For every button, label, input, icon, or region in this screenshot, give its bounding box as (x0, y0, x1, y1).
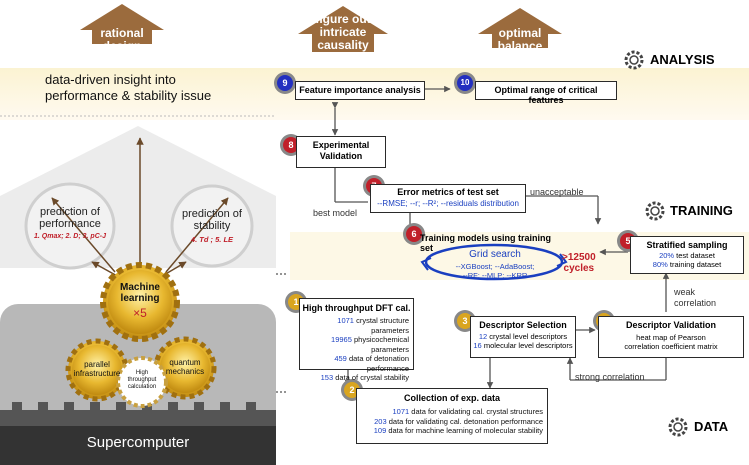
exp-line: 109 data for machine learning of molecul… (373, 426, 543, 435)
heat-map-line2: correlation coefficient matrix (624, 342, 718, 351)
train-pct: 80% (652, 260, 668, 269)
machine-learning-times: ×5 (133, 306, 147, 320)
experimental-validation-title: Experimental Validation (312, 140, 370, 161)
dft-line: 1071 crystal structure parameters (337, 316, 409, 335)
stratified-sampling-box: Stratified sampling 20% test dataset 80%… (630, 236, 744, 274)
dft-line: 153 data of crystal stability (320, 373, 409, 382)
data-section-label: DATA (694, 419, 729, 434)
grid-search-loop (424, 243, 564, 281)
feature-importance-box: Feature importance analysis (295, 81, 425, 100)
machine-learning-label: Machine learning (119, 282, 160, 304)
cycles-label: >12500 cycles (562, 252, 596, 274)
prediction-stability-circle (170, 184, 254, 268)
step-10-badge (454, 72, 476, 94)
parallel-infrastructure-label: parallel infrastructure (73, 360, 121, 378)
exp-line: 203 data for validating cal. detonation … (374, 416, 543, 426)
training-models-title: Training models using training set (420, 233, 552, 253)
prediction-stability-items: 4. Td ; 5. LE (190, 235, 234, 244)
experimental-validation-box: Experimental Validation (296, 136, 386, 168)
heat-map-line1: heat map of Pearson (636, 333, 706, 342)
prediction-performance-title: prediction of performance (39, 206, 101, 230)
models-list-1: --XGBoost; --AdaBoost; (455, 262, 535, 271)
optimal-range-title: Optimal range of critical features (494, 85, 598, 105)
crystal-desc-label: crystal level descriptors (487, 332, 568, 341)
unacceptable-label: unacceptable (530, 187, 584, 197)
descriptor-validation-box: Descriptor Validation heat map of Pearso… (598, 316, 744, 358)
figure-out-causality-label: figure out intricate causality (315, 12, 371, 52)
analysis-section-label: ANALYSIS (650, 52, 715, 67)
step-3-num: 3 (462, 316, 468, 326)
strong-correlation-label: strong correlation (575, 372, 645, 382)
arrow-optimal-balance (478, 8, 562, 48)
feature-importance-title: Feature importance analysis (299, 85, 421, 95)
rational-design-label: rational design (100, 26, 144, 53)
optimal-range-box: Optimal range of critical features (475, 81, 617, 105)
train-label: training dataset (667, 260, 722, 269)
quantum-mechanics-label: quantum mechanics (165, 358, 205, 376)
high-throughput-gear (116, 356, 168, 408)
grid-search-label: Grid search (469, 249, 521, 260)
insight-text: data-driven insight into performance & s… (45, 72, 212, 103)
optimal-balance-label: optimal balance (497, 26, 543, 53)
weak-correlation-label: weak correlation (674, 287, 717, 308)
dft-line: 19965 physicochemical parameters (331, 335, 409, 354)
test-pct: 20% (659, 251, 675, 260)
quantum-gear (153, 336, 217, 400)
best-model-label: best model (313, 208, 358, 218)
error-metrics-box: Error metrics of test set --RMSE; --r; -… (370, 184, 526, 213)
models-list-2: --RF; --MLP; --KRR (462, 271, 528, 280)
test-label: test dataset (674, 251, 715, 260)
step-6-badge (403, 223, 425, 245)
high-throughput-label: High throughput calculation (127, 370, 157, 390)
error-metrics-list: --RMSE; --r; --R²; --residuals distribut… (377, 199, 519, 208)
data-gear-icon (668, 417, 688, 437)
analysis-gear-icon (624, 50, 644, 70)
exp-data-title: Collection of exp. data (403, 393, 500, 403)
dft-line: 459 data of detonation performance (334, 354, 409, 373)
supercomputer-label: Supercomputer (86, 434, 190, 451)
prediction-stability-title: prediction of stability (182, 208, 242, 232)
step-5-num: 5 (625, 236, 631, 246)
step-1-num: 1 (293, 297, 299, 307)
supercomputer-racks (0, 402, 276, 428)
descriptor-selection-box: Descriptor Selection 12 crystal level de… (470, 316, 576, 358)
prediction-performance-items: 1. Qmax; 2. D; 3. pC-J (34, 233, 106, 240)
machine-learning-gear (100, 262, 180, 342)
stratified-sampling-title: Stratified sampling (646, 240, 728, 250)
arrow-figure-out (298, 6, 388, 52)
exp-data-box: Collection of exp. data 1071 data for va… (356, 388, 548, 444)
step-8-num: 8 (288, 140, 294, 150)
step-2-num: 2 (349, 385, 355, 395)
exp-line: 1071 data for validating cal. crystal st… (392, 407, 544, 416)
prediction-performance-circle (24, 182, 116, 270)
step-9-num: 9 (282, 78, 288, 88)
training-section-label: TRAINING (670, 203, 733, 218)
error-metrics-title: Error metrics of test set (397, 187, 499, 197)
dft-title: High throughput DFT cal. (302, 303, 411, 313)
training-models-box: Training models using training set (420, 232, 560, 253)
descriptor-validation-title: Descriptor Validation (625, 320, 717, 330)
step-9-badge (274, 72, 296, 94)
step-10-num: 10 (460, 78, 470, 87)
arrow-rational-design (80, 4, 164, 44)
descriptor-selection-title: Descriptor Selection (479, 320, 567, 330)
dft-box: High throughput DFT cal. 1071 crystal st… (299, 298, 414, 382)
step-6-num: 6 (411, 229, 417, 239)
molecular-desc-label: molecular level descriptors (481, 341, 573, 350)
supercomputer-base (0, 426, 276, 465)
training-gear-icon (645, 201, 665, 221)
